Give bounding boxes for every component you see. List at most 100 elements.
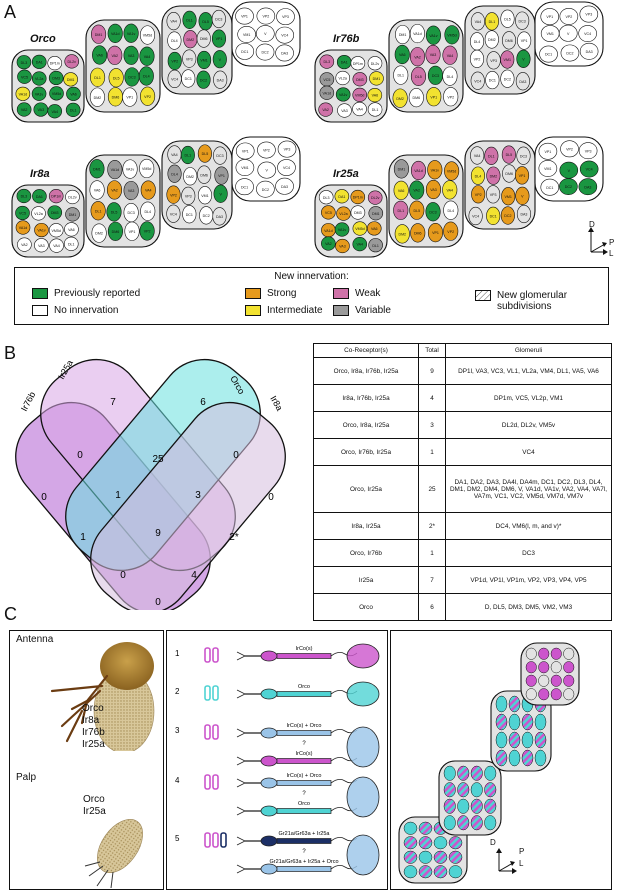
svg-text:VM1: VM1 [504, 58, 511, 62]
header-total: Total [418, 343, 446, 358]
svg-text:VA2: VA2 [413, 189, 420, 193]
svg-text:VA1v: VA1v [339, 93, 348, 97]
svg-text:VM1: VM1 [505, 195, 512, 199]
svg-text:VA4: VA4 [144, 55, 151, 59]
svg-text:DA3: DA3 [281, 52, 288, 56]
svg-text:VP2: VP2 [171, 60, 178, 64]
svg-text:VM5d: VM5d [142, 167, 151, 171]
cell-total: 6 [418, 593, 446, 621]
palp-illustration [84, 819, 143, 889]
svg-text:DC2: DC2 [261, 51, 268, 55]
svg-text:VP2: VP2 [447, 95, 454, 99]
svg-text:DL5: DL5 [415, 75, 422, 79]
svg-text:DC3: DC3 [215, 18, 222, 22]
svg-text:VC5: VC5 [19, 212, 26, 216]
cell-glomeruli: D, DL5, DM3, DM5, VM2, VM3 [445, 593, 612, 621]
svg-text:V: V [521, 194, 524, 198]
svg-text:DL1: DL1 [186, 19, 193, 23]
cell-total: 9 [418, 357, 446, 385]
svg-text:VA6: VA6 [399, 53, 406, 57]
svg-text:DM1: DM1 [399, 33, 407, 37]
axis-label-p: P [609, 238, 615, 247]
svg-text:VP1: VP1 [519, 174, 526, 178]
gene-label-orco: Orco [30, 33, 56, 45]
svg-text:DL1: DL1 [489, 20, 496, 24]
svg-text:DL2v: DL2v [68, 196, 77, 200]
legend-item-no-innervation: No innervation [32, 305, 118, 316]
svg-text:VA3: VA3 [339, 245, 346, 249]
svg-text:VA4: VA4 [356, 108, 363, 112]
svg-text:VP3: VP3 [490, 59, 497, 63]
venn-region-count: 7 [110, 397, 116, 408]
svg-text:VA1v: VA1v [338, 228, 347, 232]
svg-text:VP1: VP1 [432, 231, 439, 235]
venn-region-count: 6 [200, 397, 206, 408]
legend-item-variable: Variable [333, 305, 391, 316]
svg-text:DL4: DL4 [171, 39, 178, 43]
legend-swatch-hatched [475, 290, 491, 301]
svg-text:VP1: VP1 [242, 150, 249, 154]
legend-item-previously-reported: Previously reported [32, 288, 140, 299]
cell-total: 25 [418, 465, 446, 513]
svg-text:V: V [219, 192, 222, 196]
palp-label: Palp [16, 772, 37, 783]
svg-text:DL1: DL1 [68, 242, 75, 246]
svg-text:DA3: DA3 [520, 213, 527, 217]
svg-text:DL2v: DL2v [371, 196, 380, 200]
svg-text:DL3: DL3 [21, 195, 28, 199]
svg-text:VC5: VC5 [325, 211, 332, 215]
svg-text:VC4: VC4 [584, 32, 591, 36]
svg-text:VC4: VC4 [474, 79, 481, 83]
svg-text:DC1: DC1 [489, 79, 496, 83]
svg-text:DL1: DL1 [70, 109, 77, 113]
antenna-label: Antenna [16, 634, 54, 645]
svg-text:DC3: DC3 [429, 210, 436, 214]
svg-text:VA2: VA2 [21, 108, 28, 112]
svg-text:DM6: DM6 [414, 231, 422, 235]
svg-text:VM1: VM1 [243, 33, 250, 37]
svg-text:VA6: VA6 [371, 227, 378, 231]
svg-text:VA1d: VA1d [111, 32, 120, 36]
svg-text:DC2: DC2 [262, 188, 269, 192]
svg-text:VP3: VP3 [490, 193, 497, 197]
gene-label-ir25a: Ir25a [333, 168, 359, 180]
svg-text:DM3: DM3 [354, 211, 362, 215]
svg-text:DL1: DL1 [372, 244, 379, 248]
svg-text:V: V [567, 32, 570, 36]
svg-text:DC3: DC3 [216, 154, 223, 158]
antenna-receptor-orco: Orco [82, 703, 104, 714]
svg-text:DC2: DC2 [504, 77, 511, 81]
header-glomeruli: Glomeruli [445, 343, 612, 358]
svg-text:VP3: VP3 [585, 149, 592, 153]
svg-text:DM1: DM1 [69, 213, 77, 217]
svg-text:DA1: DA1 [338, 195, 345, 199]
svg-text:VA1d: VA1d [19, 226, 28, 230]
svg-text:VA4: VA4 [357, 243, 364, 247]
svg-text:DA1: DA1 [36, 60, 43, 64]
svg-text:VL2a: VL2a [35, 77, 43, 81]
model-label: IrCo(s) + Orco [287, 723, 322, 729]
axis-label-l: L [609, 249, 614, 258]
svg-text:DA1: DA1 [341, 61, 348, 65]
svg-text:VA1d: VA1d [19, 92, 28, 96]
svg-text:VA3: VA3 [430, 188, 437, 192]
svg-text:VP2: VP2 [447, 230, 454, 234]
svg-text:VA6: VA6 [372, 94, 379, 98]
cell-coreceptors: Orco [313, 593, 419, 621]
cell-glomeruli: VC4 [445, 438, 612, 466]
schematic-lobe-illustration [398, 642, 580, 884]
svg-text:DL3: DL3 [323, 196, 330, 200]
svg-text:VM5d: VM5d [355, 93, 364, 97]
svg-text:VP2: VP2 [144, 95, 151, 99]
model-label: IrCo(s) [296, 751, 313, 757]
svg-text:VA3: VA3 [128, 189, 135, 193]
cell-coreceptors: Orco, Ir8a, Ir76b, Ir25a [313, 357, 419, 385]
antenna-receptor-ir25a: Ir25a [82, 739, 105, 750]
svg-text:DP1m: DP1m [353, 62, 363, 66]
